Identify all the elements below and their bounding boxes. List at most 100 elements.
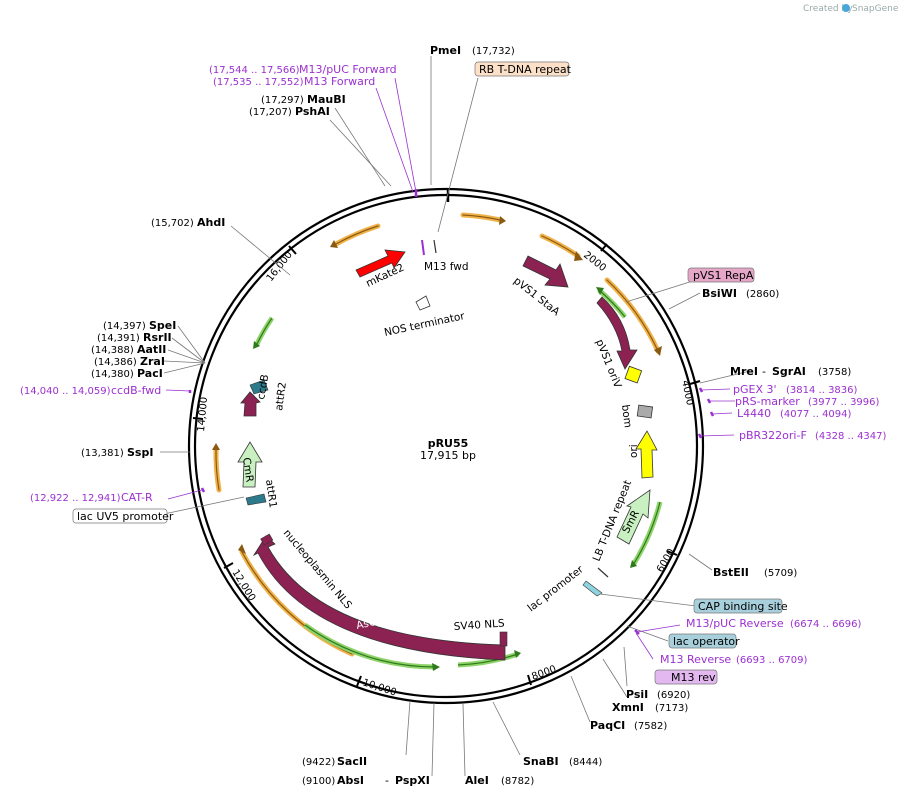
pvs1-oriv-feature[interactable] bbox=[596, 296, 638, 370]
site-absi[interactable]: AbsI bbox=[337, 774, 364, 787]
bom-feature[interactable] bbox=[636, 404, 654, 419]
nucleoplasmin-nls-feature[interactable] bbox=[260, 533, 274, 546]
site-absi-pos: (9100) bbox=[302, 776, 335, 787]
site-pmei[interactable]: PmeI bbox=[430, 44, 461, 57]
site-psii[interactable]: PsiI bbox=[626, 688, 648, 701]
site-snabi-pos: (8444) bbox=[569, 757, 602, 768]
site-alei[interactable]: AleI bbox=[465, 774, 489, 787]
site-sacii[interactable]: SacII bbox=[337, 755, 367, 768]
m13-fwd-primer-mark bbox=[421, 239, 425, 256]
lac-operator-box[interactable] bbox=[668, 633, 737, 649]
attr1-feature[interactable] bbox=[245, 493, 267, 506]
nos-terminator-feature[interactable] bbox=[415, 295, 431, 311]
tick-marks bbox=[192, 243, 701, 687]
site-sacii-pos: (9422) bbox=[302, 757, 335, 768]
lac-promoter-label: lac promoter bbox=[525, 563, 586, 614]
sv40-nls-label: SV40 NLS bbox=[453, 617, 505, 633]
site-rsrii[interactable]: RsrII bbox=[143, 331, 172, 344]
bom-label: bom bbox=[619, 404, 634, 429]
m13-rev-label: M13 rev bbox=[671, 671, 716, 684]
site-maubi[interactable]: MauBI bbox=[307, 93, 346, 106]
site-paqci[interactable]: PaqCI bbox=[590, 719, 625, 732]
attr2-label: attR2 bbox=[273, 381, 289, 411]
site-sspi[interactable]: SspI bbox=[127, 446, 153, 459]
primer-l4440[interactable]: L4440 bbox=[737, 407, 771, 420]
rb-tdna-box[interactable] bbox=[474, 61, 570, 77]
site-xmni[interactable]: XmnI bbox=[612, 701, 644, 714]
primer-pgex3-pos: (3814 .. 3836) bbox=[786, 385, 858, 396]
promoter-arrowheads bbox=[212, 216, 662, 554]
cap-binding-box[interactable] bbox=[693, 598, 783, 614]
site-paci[interactable]: PacI bbox=[137, 367, 163, 380]
primer-prs-marker[interactable]: pRS-marker bbox=[735, 395, 800, 408]
tick-4000: 4000 bbox=[679, 379, 695, 406]
primer-cat-r[interactable]: CAT-R bbox=[121, 491, 153, 504]
m13-rev-box[interactable] bbox=[654, 669, 718, 685]
site-mrei-sep: - bbox=[762, 365, 766, 378]
lac-promoter-feature[interactable] bbox=[582, 580, 603, 597]
site-aatii[interactable]: AatII bbox=[137, 343, 166, 356]
primer-m13-rev-pos: (6693 .. 6709) bbox=[736, 655, 808, 666]
cmr-feature[interactable] bbox=[237, 441, 263, 488]
site-absi-sep: - bbox=[385, 774, 389, 787]
primer-m13puc-fwd-pos: (17,544 .. 17,566) bbox=[209, 65, 300, 76]
pvs1-oriv-label: pVS1 oriV bbox=[593, 338, 624, 391]
lac-uv5-box[interactable] bbox=[72, 508, 168, 524]
plasmid-name: pRU55 bbox=[428, 437, 469, 450]
primer-pbr322ori[interactable]: pBR322ori-F bbox=[739, 429, 807, 442]
ccdb-label: ccdB bbox=[255, 373, 271, 400]
tick-2000: 2000 bbox=[581, 250, 608, 274]
pvs1-staa-feature[interactable] bbox=[522, 255, 569, 288]
site-pshai-pos: (17,207) bbox=[249, 107, 292, 118]
primer-m13-rev[interactable]: M13 Reverse bbox=[660, 653, 731, 666]
site-zrai[interactable]: ZraI bbox=[140, 355, 165, 368]
pvs1-repa-box[interactable] bbox=[687, 267, 755, 283]
site-rsrii-pos: (14,391) bbox=[97, 333, 140, 344]
primer-ccdb-fwd-pos: (14,040 .. 14,059) bbox=[20, 386, 111, 397]
site-sgrai[interactable]: SgrAI bbox=[772, 365, 806, 378]
snapgene-logo-icon bbox=[842, 4, 850, 12]
primer-m13puc-rev[interactable]: M13/pUC Reverse bbox=[686, 617, 784, 630]
primer-pgex3[interactable]: pGEX 3' bbox=[733, 383, 777, 396]
primer-m13-fwd-pos: (17,535 .. 17,552) bbox=[213, 77, 304, 88]
site-maubi-pos: (17,297) bbox=[261, 95, 304, 106]
site-alei-pos: (8782) bbox=[501, 776, 534, 787]
site-pspxi[interactable]: PspXI bbox=[395, 774, 430, 787]
primer-leader-lines bbox=[165, 77, 735, 660]
site-xmni-pos: (7173) bbox=[655, 703, 688, 714]
ori-label: ori bbox=[628, 444, 640, 458]
tick-6000: 6000 bbox=[655, 547, 677, 575]
primer-ccdb-fwd[interactable]: ccdB-fwd bbox=[111, 384, 161, 397]
site-bsiwi[interactable]: BsiWI bbox=[702, 287, 737, 300]
tick-10000: 10,000 bbox=[361, 677, 398, 698]
site-spei[interactable]: SpeI bbox=[149, 319, 176, 332]
site-pmei-pos: (17,732) bbox=[472, 46, 515, 57]
site-paqci-pos: (7582) bbox=[634, 721, 667, 732]
site-bsteii[interactable]: BstEII bbox=[713, 566, 749, 579]
lac-operator-label: lac operator bbox=[673, 635, 740, 648]
site-sspi-pos: (13,381) bbox=[81, 448, 124, 459]
ascpf1-feature[interactable] bbox=[252, 535, 506, 661]
sv40-nls-feature[interactable] bbox=[499, 631, 508, 647]
leader-lines bbox=[160, 56, 751, 777]
credit-brand: SnapGene bbox=[852, 4, 899, 14]
mkate2-feature[interactable] bbox=[355, 249, 406, 278]
smr-feature[interactable] bbox=[616, 489, 651, 545]
site-aatii-pos: (14,388) bbox=[91, 345, 134, 356]
site-zrai-pos: (14,386) bbox=[94, 357, 137, 368]
site-bsiwi-pos: (2860) bbox=[746, 289, 779, 300]
pvs1-repa-feature[interactable] bbox=[624, 365, 643, 384]
primer-m13puc-fwd[interactable]: M13/pUC Forward bbox=[299, 63, 397, 76]
primer-m13-fwd[interactable]: M13 Forward bbox=[304, 75, 375, 88]
ori-feature[interactable] bbox=[635, 430, 658, 479]
tick-14000: 14,000 bbox=[196, 396, 210, 432]
site-snabi[interactable]: SnaBI bbox=[523, 755, 559, 768]
site-pshai[interactable]: PshAI bbox=[295, 105, 330, 118]
ccdb-feature[interactable] bbox=[240, 391, 261, 417]
lac-uv5-label: lac UV5 promoter bbox=[77, 510, 174, 523]
attr2-feature[interactable] bbox=[249, 379, 269, 395]
site-mrei[interactable]: MreI bbox=[730, 365, 758, 378]
cap-binding-label: CAP binding site bbox=[698, 600, 788, 613]
site-ahdi[interactable]: AhdI bbox=[197, 216, 225, 229]
